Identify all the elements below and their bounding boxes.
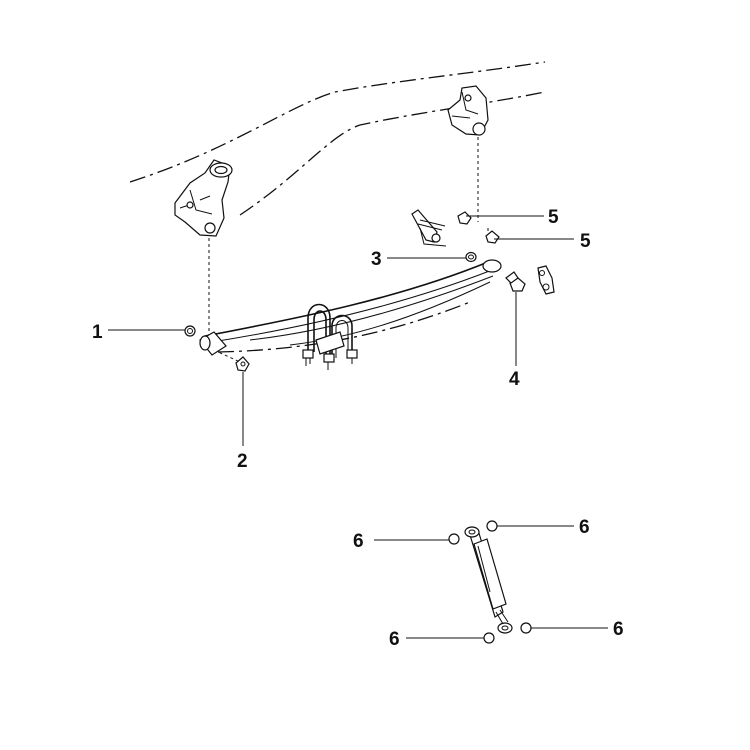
front-hanger-bracket xyxy=(174,159,233,237)
callout-6-right-upper: 6 xyxy=(579,517,590,538)
callout-2: 2 xyxy=(237,451,248,472)
callout-6-left-lower: 6 xyxy=(389,629,400,650)
shackle-parts xyxy=(411,209,555,295)
callout-labels: 1 2 3 4 5 5 6 6 6 6 xyxy=(92,207,624,650)
callout-6-left-upper: 6 xyxy=(353,531,364,552)
bushing-5a-part xyxy=(457,211,472,225)
callout-5-upper: 5 xyxy=(548,207,559,228)
bushing-1-part xyxy=(184,325,196,337)
rear-shackle-bracket xyxy=(447,85,489,136)
bushing-5b-part xyxy=(485,230,500,244)
callout-3: 3 xyxy=(371,249,382,270)
bushing-3-part xyxy=(465,251,477,263)
callout-1: 1 xyxy=(92,322,103,343)
callout-4: 4 xyxy=(509,369,520,390)
bushing-2-part xyxy=(235,356,250,372)
callout-5-lower: 5 xyxy=(580,231,591,252)
shock-absorber xyxy=(464,526,513,634)
leaf-spring xyxy=(199,259,502,356)
frame-rail xyxy=(129,61,546,216)
leader-lines xyxy=(108,215,608,639)
small-parts xyxy=(184,211,526,372)
callout-6-right-lower: 6 xyxy=(613,619,624,640)
u-bolt-assembly xyxy=(302,303,358,370)
shock-bushings xyxy=(448,520,532,644)
